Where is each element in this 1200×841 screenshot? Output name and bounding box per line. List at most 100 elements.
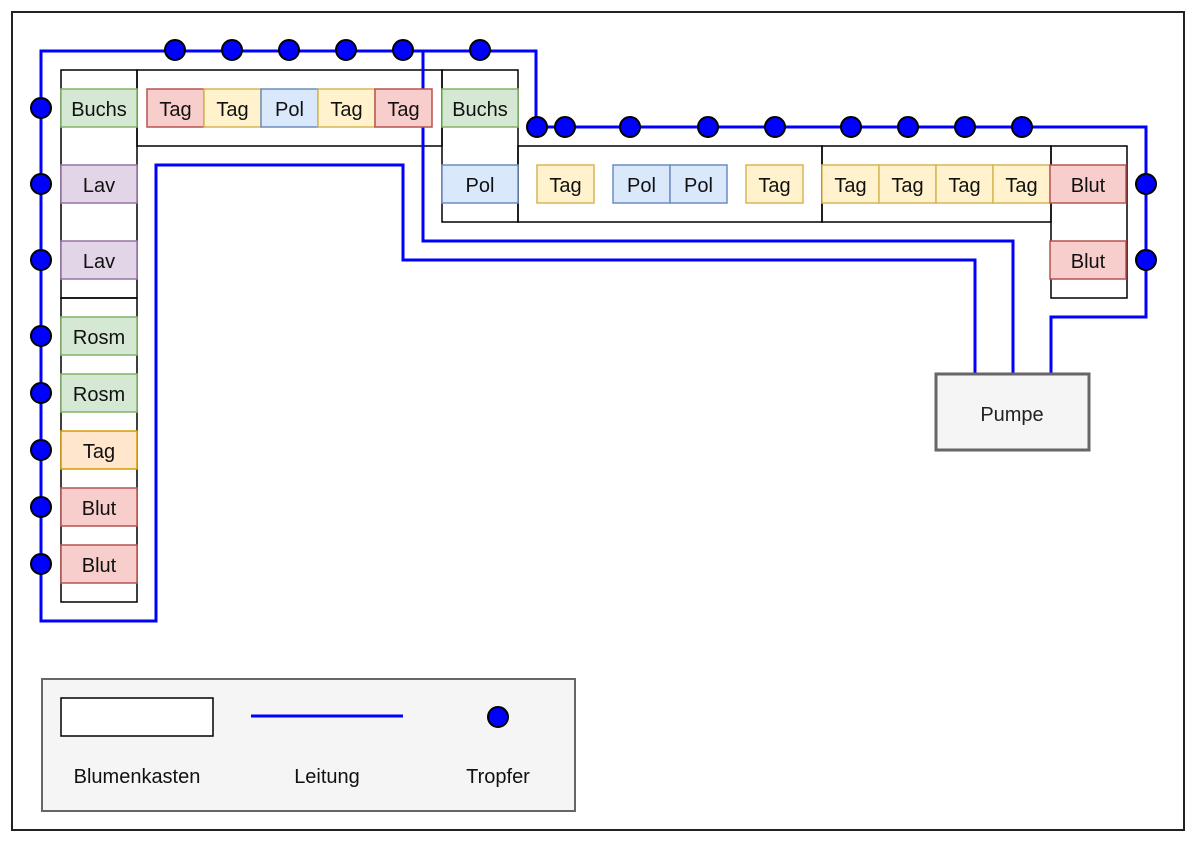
plant-tile-box xyxy=(878,164,937,204)
drippers-layer xyxy=(30,39,1157,575)
plant-tile: Pol xyxy=(612,164,671,204)
plant-tile: Tag xyxy=(878,164,937,204)
plant-label: Tag xyxy=(891,175,923,197)
plant-tile: Pol xyxy=(441,164,519,204)
plant-label: Buchs xyxy=(452,99,508,121)
plant-tile: Blut xyxy=(60,487,138,527)
plant-label: Rosm xyxy=(73,327,125,349)
plant-label: Tag xyxy=(216,99,248,121)
dripper xyxy=(278,39,300,61)
plant-label: Lav xyxy=(83,175,115,197)
plant-tile: Rosm xyxy=(60,316,138,356)
plant-tile: Tag xyxy=(821,164,880,204)
dripper xyxy=(30,173,52,195)
plant-label: Lav xyxy=(83,251,115,273)
plant-tile-box xyxy=(992,164,1051,204)
plant-label: Pol xyxy=(684,175,713,197)
dripper xyxy=(897,116,919,138)
dripper xyxy=(30,249,52,271)
plant-tile-box xyxy=(669,164,728,204)
plant-tile: Tag xyxy=(146,88,205,128)
plant-tile-box xyxy=(60,316,138,356)
plant-tile-box xyxy=(745,164,804,204)
dripper xyxy=(30,439,52,461)
dripper xyxy=(526,116,548,138)
legend-dripper-symbol xyxy=(487,706,509,728)
dripper xyxy=(954,116,976,138)
plant-tile: Tag xyxy=(935,164,994,204)
plant-tile: Tag xyxy=(203,88,262,128)
pipe-top-branch xyxy=(403,49,1148,374)
plant-tile-box xyxy=(441,164,519,204)
legend-pipe-label: Leitung xyxy=(294,766,360,788)
plant-tile-box xyxy=(821,164,880,204)
plant-tile: Tag xyxy=(60,430,138,470)
plant-tile-box xyxy=(1049,164,1127,204)
plant-label: Blut xyxy=(82,555,117,577)
plant-label: Pol xyxy=(466,175,495,197)
plant-tile: Tag xyxy=(992,164,1051,204)
dripper xyxy=(221,39,243,61)
plant-tile-box xyxy=(441,88,519,128)
plant-label: Blut xyxy=(1071,251,1106,273)
plant-label: Tag xyxy=(330,99,362,121)
dripper xyxy=(30,382,52,404)
plant-tile: Rosm xyxy=(60,373,138,413)
pump-label: Pumpe xyxy=(980,404,1043,426)
plant-tile-box xyxy=(536,164,595,204)
plant-tile: Blut xyxy=(60,544,138,584)
plant-label: Tag xyxy=(1005,175,1037,197)
plant-tile-box xyxy=(60,430,138,470)
legend-planter-box-symbol xyxy=(60,697,214,737)
dripper xyxy=(469,39,491,61)
dripper xyxy=(764,116,786,138)
plant-label: Tag xyxy=(758,175,790,197)
dripper xyxy=(554,116,576,138)
dripper xyxy=(164,39,186,61)
plant-label: Pol xyxy=(275,99,304,121)
plant-tile-box xyxy=(374,88,433,128)
plant-tile: Blut xyxy=(1049,164,1127,204)
plant-tile-box xyxy=(60,164,138,204)
plant-tile-box xyxy=(60,88,138,128)
plant-tile-box xyxy=(203,88,262,128)
plant-tile: Tag xyxy=(374,88,433,128)
legend: Blumenkasten Leitung Tropfer xyxy=(41,678,576,812)
dripper xyxy=(1135,249,1157,271)
legend-dripper-label: Tropfer xyxy=(466,766,530,788)
dripper xyxy=(30,496,52,518)
plant-tile-box xyxy=(317,88,376,128)
plant-tile-box xyxy=(260,88,319,128)
plant-label: Buchs xyxy=(71,99,127,121)
plant-label: Tag xyxy=(387,99,419,121)
plant-tile: Tag xyxy=(317,88,376,128)
dripper xyxy=(30,553,52,575)
plant-tile-box xyxy=(60,373,138,413)
plant-tile: Tag xyxy=(745,164,804,204)
plant-tile-box xyxy=(60,240,138,280)
dripper xyxy=(697,116,719,138)
dripper xyxy=(1135,173,1157,195)
plant-tile: Buchs xyxy=(441,88,519,128)
plant-label: Rosm xyxy=(73,384,125,406)
plant-label: Blut xyxy=(82,498,117,520)
pump-box xyxy=(934,372,1091,452)
planter-box-far-right xyxy=(1050,145,1128,299)
plant-tile: Lav xyxy=(60,240,138,280)
plant-tile-box xyxy=(60,544,138,584)
dripper xyxy=(335,39,357,61)
plant-label: Tag xyxy=(834,175,866,197)
irrigation-pipes xyxy=(39,49,1148,623)
dripper xyxy=(619,116,641,138)
plant-tile-box xyxy=(1049,240,1127,280)
plant-label: Pol xyxy=(627,175,656,197)
pipe-left-loop xyxy=(39,49,977,623)
plant-tile: Blut xyxy=(1049,240,1127,280)
legend-planter-box-label: Blumenkasten xyxy=(74,766,201,788)
plant-label: Blut xyxy=(1071,175,1106,197)
plant-tile: Pol xyxy=(669,164,728,204)
dripper xyxy=(392,39,414,61)
plant-tile-box xyxy=(60,487,138,527)
plant-label: Tag xyxy=(159,99,191,121)
dripper xyxy=(30,325,52,347)
